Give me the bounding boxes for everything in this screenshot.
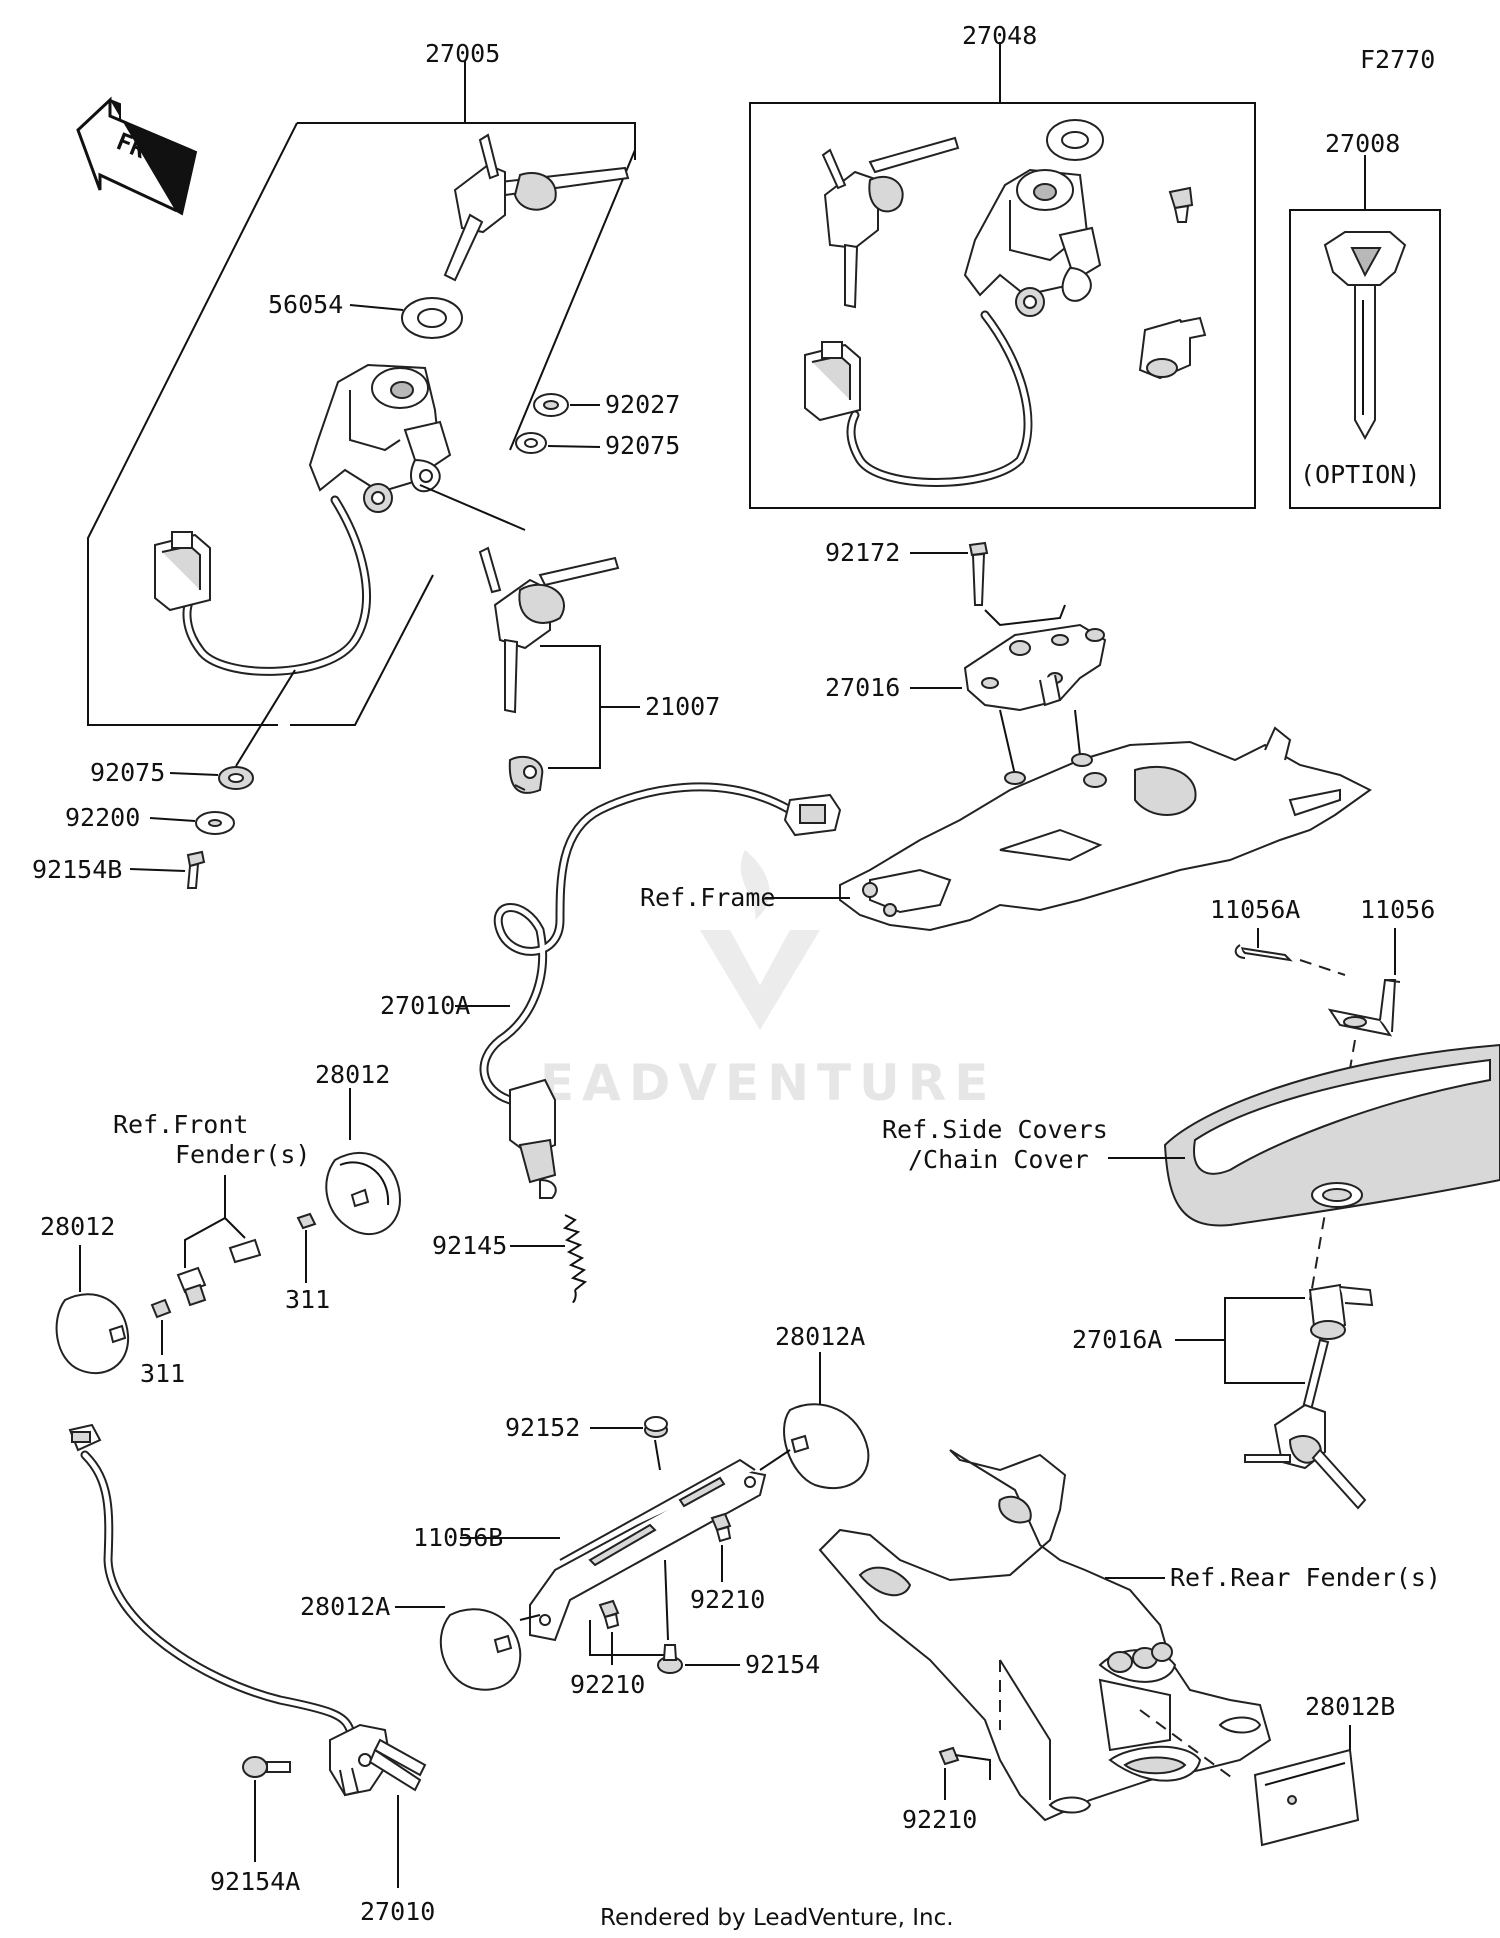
label-28012-left[interactable]: 28012 [40, 1212, 115, 1241]
bracket-11056 [1327, 979, 1401, 1037]
assembly-27048[interactable] [749, 42, 1256, 509]
label-92027[interactable]: 92027 [605, 390, 680, 419]
label-21007[interactable]: 21007 [645, 692, 720, 721]
nut-92210-a [710, 1512, 732, 1543]
label-ref-front-fender-1[interactable]: Ref.Front [113, 1110, 248, 1139]
nut-311-left [150, 1298, 172, 1319]
label-28012B[interactable]: 28012B [1305, 1692, 1395, 1721]
key-pair-27005 [443, 133, 630, 282]
front-arrow-icon: FRONT [76, 96, 198, 216]
spring-92145 [562, 1214, 588, 1303]
bolt-92154B [186, 850, 206, 889]
reflector-28012A-top [783, 1403, 870, 1490]
nut-92152 [644, 1416, 668, 1438]
label-311-right[interactable]: 311 [285, 1285, 330, 1314]
bracket-11056B [529, 1458, 767, 1642]
label-27010A[interactable]: 27010A [380, 991, 470, 1020]
label-92210-b[interactable]: 92210 [570, 1670, 645, 1699]
rear-fender-reference [818, 1449, 1272, 1822]
label-27016[interactable]: 27016 [825, 673, 900, 702]
lock-key-27016A [1244, 1283, 1374, 1510]
label-ref-side-covers-2[interactable]: /Chain Cover [908, 1145, 1089, 1174]
label-ref-rear-fender[interactable]: Ref.Rear Fender(s) [1170, 1563, 1441, 1592]
bolt-92154 [657, 1644, 683, 1674]
wire-27010 [68, 1423, 427, 1797]
label-27008[interactable]: 27008 [1325, 129, 1400, 158]
label-11056B[interactable]: 11056B [413, 1523, 503, 1552]
spacer-front-fender [176, 1238, 262, 1307]
label-92075-top[interactable]: 92075 [605, 431, 680, 460]
label-27048[interactable]: 27048 [962, 21, 1037, 50]
side-cover-reference [1163, 1043, 1500, 1227]
label-92145[interactable]: 92145 [432, 1231, 507, 1260]
clip-11056A [1234, 944, 1293, 962]
reflector-28012-right [325, 1151, 402, 1236]
screw-92172 [968, 541, 989, 606]
label-ref-front-fender-2[interactable]: Fender(s) [175, 1140, 310, 1169]
label-56054[interactable]: 56054 [268, 290, 343, 319]
wire-27010A [479, 782, 842, 1199]
label-ref-frame[interactable]: Ref.Frame [640, 883, 775, 912]
footer-credit: Rendered by LeadVenture, Inc. [600, 1905, 954, 1931]
watermark: EADVENTURE [540, 850, 996, 1112]
frame-reference [839, 726, 1372, 932]
key-lock-21007 [478, 546, 620, 794]
ignition-switch-27048 [963, 168, 1102, 317]
assembly-27008[interactable]: (OPTION) [1289, 155, 1441, 509]
label-28012-right[interactable]: 28012 [315, 1060, 390, 1089]
key-27008 [1323, 231, 1407, 441]
label-92210-c[interactable]: 92210 [902, 1805, 977, 1834]
label-ref-side-covers-1[interactable]: Ref.Side Covers [882, 1115, 1108, 1144]
label-11056[interactable]: 11056 [1360, 895, 1435, 924]
bracket-27016 [963, 623, 1107, 712]
label-92154B[interactable]: 92154B [32, 855, 122, 884]
label-92210-a[interactable]: 92210 [690, 1585, 765, 1614]
connector-27005 [154, 531, 211, 612]
reflector-28012A-left [439, 1608, 522, 1691]
nut-92210-c [938, 1746, 960, 1766]
label-11056A[interactable]: 11056A [1210, 895, 1300, 924]
label-92154A[interactable]: 92154A [210, 1867, 300, 1896]
label-28012A-top[interactable]: 28012A [775, 1322, 865, 1351]
figure-code: F2770 [1360, 45, 1435, 74]
label-27005[interactable]: 27005 [425, 39, 500, 68]
key-pair-27048 [821, 136, 960, 309]
bolt-92154A [242, 1756, 291, 1778]
watermark-text: EADVENTURE [540, 1054, 996, 1112]
label-92075-bottom[interactable]: 92075 [90, 758, 165, 787]
label-27016A[interactable]: 27016A [1072, 1325, 1162, 1354]
label-92200[interactable]: 92200 [65, 803, 140, 832]
label-28012A-left[interactable]: 28012A [300, 1592, 390, 1621]
label-92154[interactable]: 92154 [745, 1650, 820, 1679]
reflector-28012B [1253, 1748, 1360, 1847]
connector-27048 [804, 341, 861, 422]
label-92172[interactable]: 92172 [825, 538, 900, 567]
reflector-28012-left [55, 1293, 130, 1375]
ignition-switch-27005 [308, 363, 452, 513]
label-27010[interactable]: 27010 [360, 1897, 435, 1926]
assembly-27005[interactable] [87, 60, 636, 726]
label-92152[interactable]: 92152 [505, 1413, 580, 1442]
label-311-left[interactable]: 311 [140, 1359, 185, 1388]
seat-lock-27048 [1138, 316, 1207, 380]
nut-311-right [296, 1212, 317, 1230]
nut-92210-b [598, 1599, 620, 1630]
option-label: (OPTION) [1300, 460, 1420, 489]
